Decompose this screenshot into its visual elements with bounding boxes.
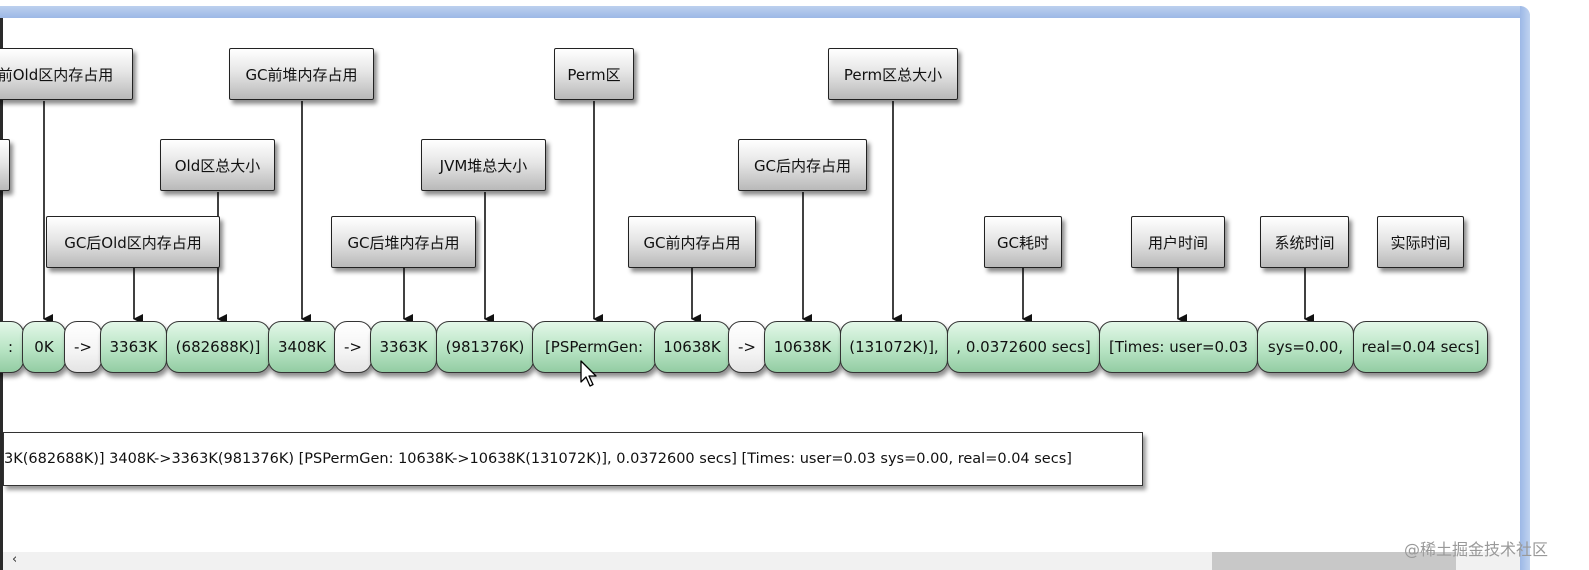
- cell-old-total: (682688K)]: [166, 321, 270, 373]
- watermark: @稀土掘金技术社区: [1404, 540, 1549, 559]
- mouse-pointer-icon: [580, 360, 597, 387]
- cell-real-time: real=0.04 secs]: [1353, 321, 1488, 373]
- cell-heap-after: 3363K: [370, 321, 437, 373]
- label-heap-after: GC后堆内存占用: [331, 216, 476, 268]
- cell-prefix: :: [0, 321, 24, 373]
- cell-user-time: [Times: user=0.03: [1099, 321, 1258, 373]
- cell-heap-total: (981376K): [436, 321, 534, 373]
- cell-arrow-perm: ->: [728, 321, 766, 373]
- cell-perm-after: 10638K: [764, 321, 841, 373]
- scrollbar-thumb[interactable]: [1212, 552, 1456, 570]
- cell-gc-time: , 0.0372600 secs]: [947, 321, 1100, 373]
- cell-perm-total: (131072K)],: [840, 321, 948, 373]
- label-partial-left: [0, 139, 10, 191]
- window-frame-right: [1520, 6, 1530, 570]
- top-strip: [0, 0, 1589, 6]
- window-frame-left: [0, 18, 3, 570]
- horizontal-scrollbar[interactable]: [3, 552, 1520, 570]
- label-user-time: 用户时间: [1131, 216, 1225, 268]
- cell-sys-time: sys=0.00,: [1257, 321, 1354, 373]
- gc-log-line-text: 3K(682688K)] 3408K->3363K(981376K) [PSPe…: [4, 451, 1072, 467]
- label-sys-time: 系统时间: [1260, 216, 1349, 268]
- label-jvm-heap-total: JVM堆总大小: [421, 139, 546, 191]
- gc-log-line-box: 3K(682688K)] 3408K->3363K(981376K) [PSPe…: [3, 432, 1143, 486]
- label-old-total: Old区总大小: [160, 139, 275, 191]
- label-real-time: 实际时间: [1377, 216, 1464, 268]
- cell-perm-before: 10638K: [654, 321, 730, 373]
- scroll-left-icon[interactable]: ‹: [12, 552, 18, 567]
- label-heap-before: GC前堆内存占用: [229, 48, 374, 100]
- cell-arrow-old: ->: [64, 321, 102, 373]
- label-perm-after: GC后内存占用: [738, 139, 867, 191]
- label-perm-area: Perm区: [554, 48, 634, 100]
- cell-arrow-heap: ->: [334, 321, 372, 373]
- window-frame-top: [0, 6, 1530, 18]
- label-old-after: GC后Old区内存占用: [46, 216, 220, 268]
- cell-old-after: 3363K: [100, 321, 167, 373]
- label-perm-before: GC前内存占用: [628, 216, 756, 268]
- label-old-before: 前Old区内存占用: [0, 48, 133, 100]
- cell-heap-before: 3408K: [268, 321, 336, 373]
- label-gc-time: GC耗时: [984, 216, 1062, 268]
- cell-perm-label: [PSPermGen:: [532, 321, 656, 373]
- label-perm-total: Perm区总大小: [828, 48, 958, 100]
- cell-old-before: 0K: [22, 321, 66, 373]
